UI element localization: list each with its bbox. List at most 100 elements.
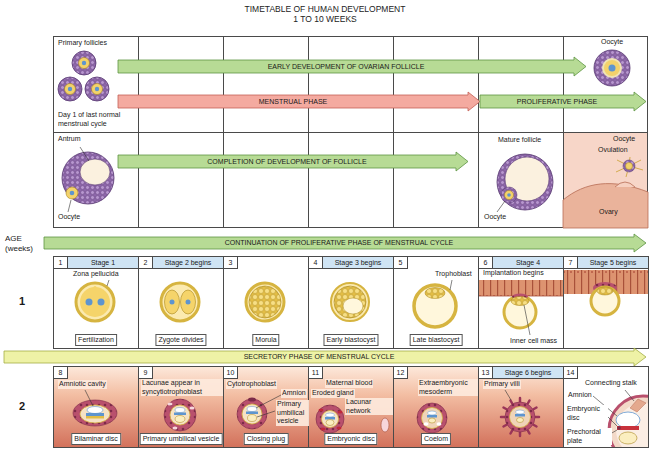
callout-label: Maternal blood xyxy=(325,379,373,388)
day11-conceptus xyxy=(316,405,344,433)
stage-label: Stage 2 begins xyxy=(153,257,223,269)
callout-label: Primary villi xyxy=(483,380,521,389)
day-cell: 4Stage 3 beginsEarly blastocyst xyxy=(308,256,394,349)
chorionic-sac xyxy=(616,403,648,447)
zygote xyxy=(93,286,96,289)
day9-conceptus xyxy=(175,416,185,423)
day-cell: 11Maternal bloodEroded glandLacunar netw… xyxy=(308,366,394,448)
tissue-ground xyxy=(138,366,224,448)
phase-arrow: EARLY DEVELOPMENT OF OVARIAN FOLLICLE xyxy=(118,60,586,73)
day8-embryo xyxy=(86,416,104,419)
day9-conceptus xyxy=(174,413,186,416)
callout-label: Implantation begins xyxy=(482,269,545,278)
day11-conceptus xyxy=(338,411,343,414)
caption-box: Zygote divides xyxy=(155,334,206,347)
day-cell: 9Lacunae appear in syncytiotrophoblastPr… xyxy=(138,366,224,448)
day9-conceptus xyxy=(173,427,178,430)
ovulation-burst xyxy=(616,157,643,177)
day-cell: 6Stage 4Implantation beginsInner cell ma… xyxy=(478,256,564,349)
chorionic-sac xyxy=(617,426,621,430)
growing-follicle xyxy=(594,50,630,86)
day-number: 12 xyxy=(394,367,408,379)
callout-label: Prechordal plate xyxy=(566,428,612,445)
primary-villi xyxy=(535,416,539,419)
day-number: 3 xyxy=(224,257,238,269)
phase-label: EARLY DEVELOPMENT OF OVARIAN FOLLICLE xyxy=(118,60,586,73)
arrow-outline xyxy=(480,92,646,111)
day11-conceptus xyxy=(325,417,335,420)
day11-conceptus xyxy=(337,427,342,430)
day11-conceptus xyxy=(321,428,326,431)
caption-box: Early blastocyst xyxy=(323,334,378,347)
day11-conceptus xyxy=(322,411,339,428)
primary-follicle xyxy=(58,77,82,101)
leader-line xyxy=(80,147,89,161)
day8-embryo xyxy=(73,400,117,426)
late-blastocyst xyxy=(414,285,456,327)
timetable-grid xyxy=(53,132,648,133)
week-number: 1 xyxy=(18,295,26,308)
day12-conceptus xyxy=(417,403,447,433)
day-number: 2 xyxy=(139,257,153,269)
implanting-blastocyst xyxy=(504,296,536,328)
primary-villi xyxy=(504,425,508,427)
early-blastocyst xyxy=(331,283,369,321)
day-number: 4 xyxy=(309,257,323,269)
phase-arrow: PROLIFERATIVE PHASE xyxy=(480,95,646,108)
day9-conceptus xyxy=(164,399,196,431)
day13-conceptus xyxy=(510,407,531,428)
leader-line xyxy=(497,201,505,212)
primary-villi xyxy=(533,425,537,427)
primary-villi xyxy=(501,416,505,419)
day8-embryo xyxy=(80,405,110,423)
day-number: 7 xyxy=(564,257,578,269)
primary-follicle xyxy=(58,51,109,101)
day-cell: 8Amniotic cavityBilaminar disc xyxy=(53,366,139,448)
week-number: 2 xyxy=(18,400,26,413)
day-cell: 7Stage 5 begins xyxy=(563,256,649,349)
primary-follicle xyxy=(68,87,72,91)
arrow-outline xyxy=(118,57,586,76)
primary-follicle xyxy=(85,77,109,101)
callout-label: Connecting stalk xyxy=(584,379,638,388)
callout-label: Lacunae appear in syncytiotrophoblast xyxy=(141,379,223,396)
embedding-blastocyst xyxy=(597,287,613,295)
chorionic-sac xyxy=(609,396,648,447)
late-blastocyst xyxy=(414,285,456,327)
day12-conceptus xyxy=(437,422,442,426)
day-cell: 10CytotrophoblastAmnionPrimary umbilical… xyxy=(223,366,309,448)
phase-arrow: SECRETORY PHASE OF MENSTRUAL CYCLE xyxy=(4,351,646,363)
ovulation-burst xyxy=(626,163,633,170)
callout-label: Lacunar network xyxy=(345,398,393,415)
day9-conceptus xyxy=(168,403,173,406)
part-label: Primary follicles xyxy=(57,39,108,48)
leader-line xyxy=(85,390,93,406)
day13-conceptus xyxy=(516,410,525,414)
primary-villi xyxy=(528,401,530,405)
callout-label: Eroded gland xyxy=(311,389,355,398)
phase-label: SECRETORY PHASE OF MENSTRUAL CYCLE xyxy=(4,351,646,363)
day-cell: 13Stage 6 beginsPrimary villi xyxy=(478,366,564,448)
day13-conceptus xyxy=(515,414,525,417)
arrow-outline xyxy=(118,152,468,171)
day11-conceptus xyxy=(319,409,324,412)
part-label: Day 1 of last normal menstrual cycle xyxy=(57,111,137,128)
phase-label: MENSTRUAL PHASE xyxy=(118,95,480,108)
leader-line xyxy=(450,280,452,290)
callout-label: Amniotic cavity xyxy=(58,380,107,389)
stage-label: Stage 6 begins xyxy=(493,367,563,379)
leader-line xyxy=(68,200,71,212)
chorionic-sac xyxy=(630,399,646,412)
zygote xyxy=(76,283,114,321)
zygote xyxy=(76,283,114,321)
arrow-outline xyxy=(44,234,646,252)
primary-villi xyxy=(504,408,508,410)
day-number: 8 xyxy=(54,367,68,379)
ovulation-burst xyxy=(623,160,635,172)
day-number: 10 xyxy=(224,367,238,379)
two-cell-stage xyxy=(165,290,180,314)
day10-conceptus xyxy=(237,398,267,430)
two-cell-stage xyxy=(170,300,175,305)
diagram-title: TIMETABLE OF HUMAN DEVELOPMENT 1 TO 10 W… xyxy=(243,4,407,24)
day13-conceptus xyxy=(505,402,535,432)
